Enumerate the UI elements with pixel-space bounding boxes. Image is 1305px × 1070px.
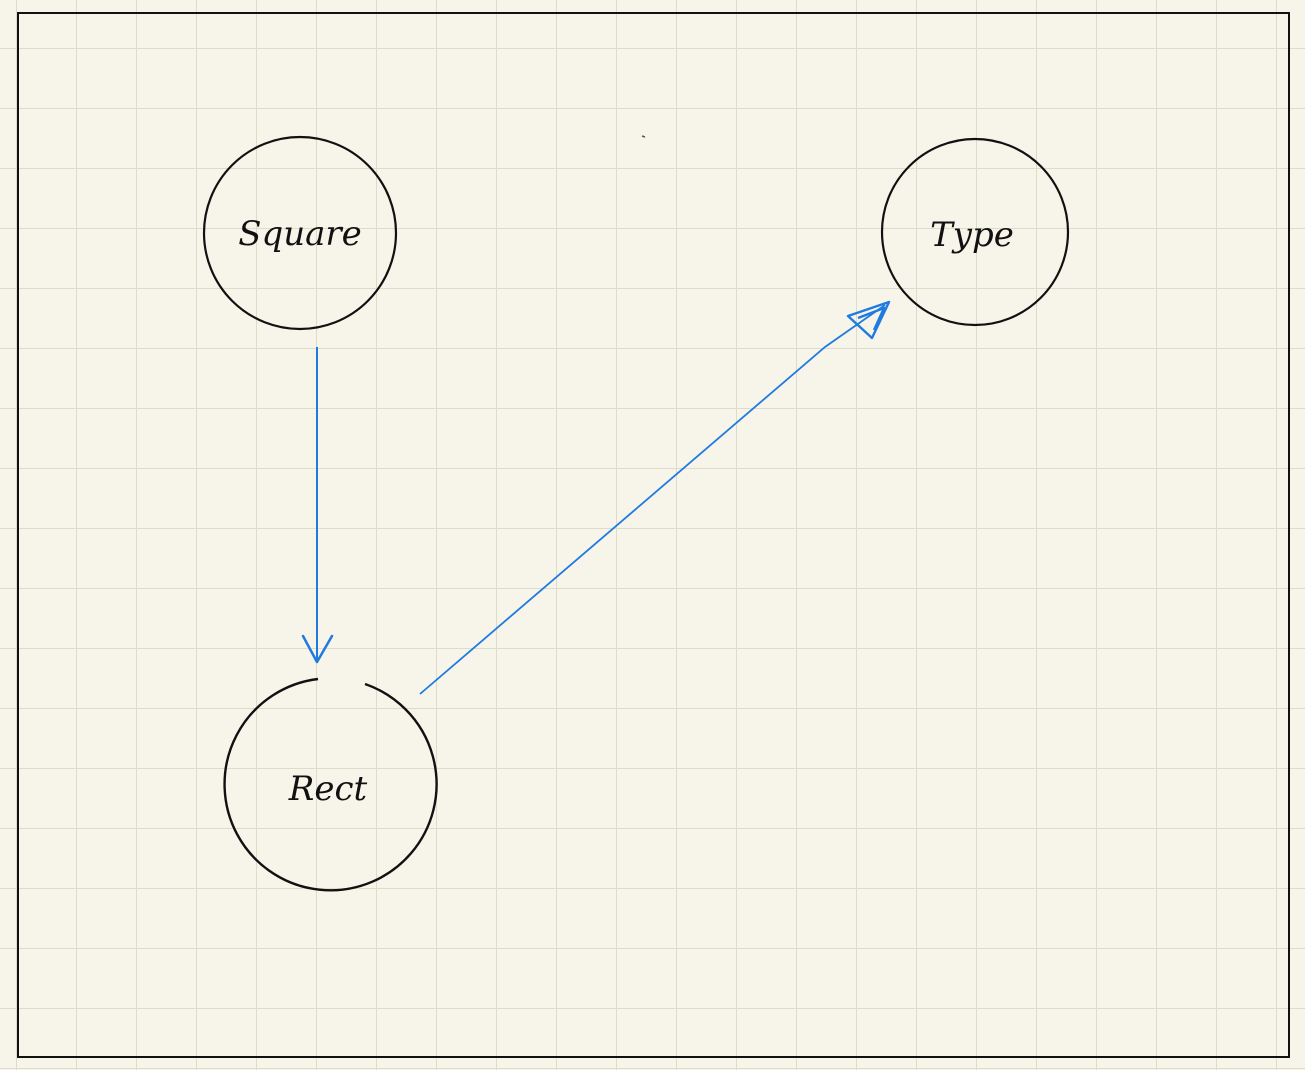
stray-mark — [641, 135, 646, 138]
edge-square-to-rect-arrowhead — [301, 634, 334, 664]
node-square-circle — [202, 135, 398, 331]
page-border — [17, 12, 1290, 1058]
node-rect[interactable]: Rect — [223, 677, 438, 892]
node-rect-label: Rect — [288, 769, 368, 809]
node-square[interactable]: Square — [202, 135, 398, 331]
edge-rect-to-type[interactable] — [419, 300, 891, 695]
edge-square-to-rect[interactable] — [301, 347, 334, 664]
node-type-circle — [880, 137, 1070, 327]
edge-rect-to-type-line — [419, 304, 886, 695]
node-type[interactable]: Type — [880, 137, 1070, 327]
node-square-label: Square — [238, 214, 362, 254]
edge-rect-to-type-arrowhead — [846, 300, 891, 340]
node-type-label: Type — [930, 215, 1014, 255]
node-rect-circle — [223, 677, 438, 892]
